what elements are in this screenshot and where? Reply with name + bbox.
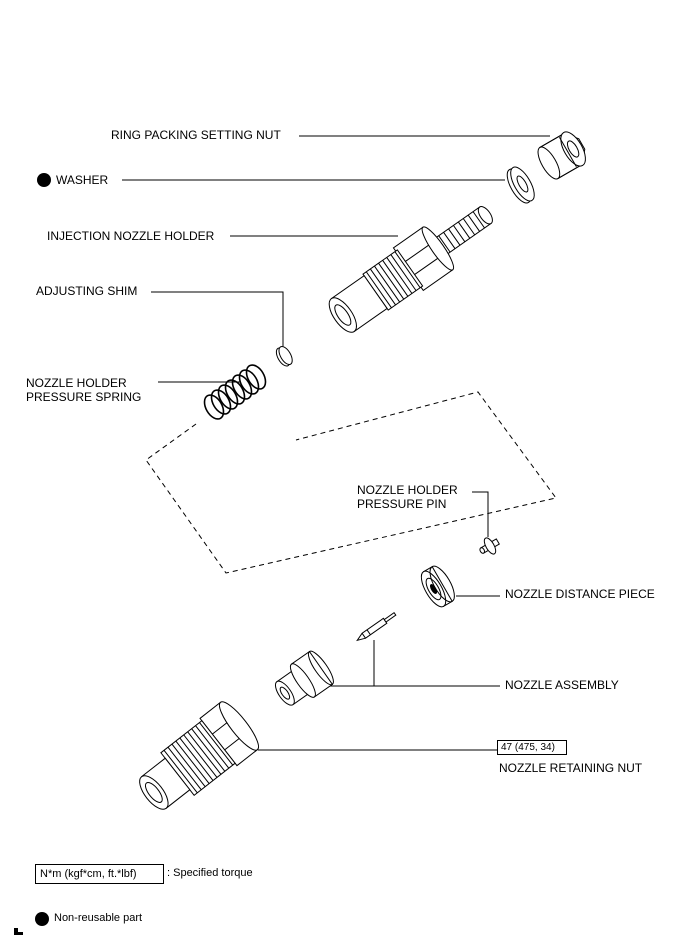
adjusting-shim-part xyxy=(275,345,293,367)
pressure-spring-part xyxy=(203,364,267,420)
leader-adjusting-shim xyxy=(151,291,284,346)
legend-torque-text: : Specified torque xyxy=(167,867,253,879)
label-nozzle-assembly: NOZZLE ASSEMBLY xyxy=(505,678,619,692)
washer-part xyxy=(506,166,535,204)
page-corner-icon xyxy=(14,928,23,935)
legend-torque-units-box: N*m (kgf*cm, ft.*lbf) xyxy=(35,864,164,884)
ring-packing-setting-nut-part xyxy=(537,131,586,180)
label-ring-packing-setting-nut: RING PACKING SETTING NUT xyxy=(111,128,281,142)
nozzle-distance-piece-part xyxy=(420,565,455,608)
label-adjusting-shim: ADJUSTING SHIM xyxy=(36,284,138,298)
dashed-group-outline xyxy=(145,391,557,574)
label-nozzle-holder-pressure-pin-line2: PRESSURE PIN xyxy=(357,497,447,511)
label-nozzle-holder-pressure-spring-line2: PRESSURE SPRING xyxy=(26,390,142,404)
leader-pressure-pin xyxy=(472,491,489,537)
nozzle-retaining-nut-part xyxy=(139,701,259,810)
non-reusable-marker-icon xyxy=(37,173,51,187)
label-nozzle-holder-pressure-pin-line1: NOZZLE HOLDER xyxy=(357,483,458,497)
label-nozzle-holder-pressure-spring-line1: NOZZLE HOLDER xyxy=(26,376,127,390)
legend-non-reusable-icon xyxy=(35,912,49,926)
label-nozzle-distance-piece: NOZZLE DISTANCE PIECE xyxy=(505,587,655,601)
nozzle-body-part xyxy=(274,650,334,706)
torque-value-box: 47 (475, 34) xyxy=(497,740,567,755)
label-nozzle-retaining-nut: NOZZLE RETAINING NUT xyxy=(499,761,643,775)
label-injection-nozzle-holder: INJECTION NOZZLE HOLDER xyxy=(47,229,215,243)
nozzle-needle-part xyxy=(356,612,397,642)
pressure-pin-part xyxy=(479,537,500,555)
injection-nozzle-holder-part xyxy=(328,206,493,333)
label-washer: WASHER xyxy=(56,173,109,187)
legend-non-reusable-text: Non-reusable part xyxy=(54,912,143,924)
